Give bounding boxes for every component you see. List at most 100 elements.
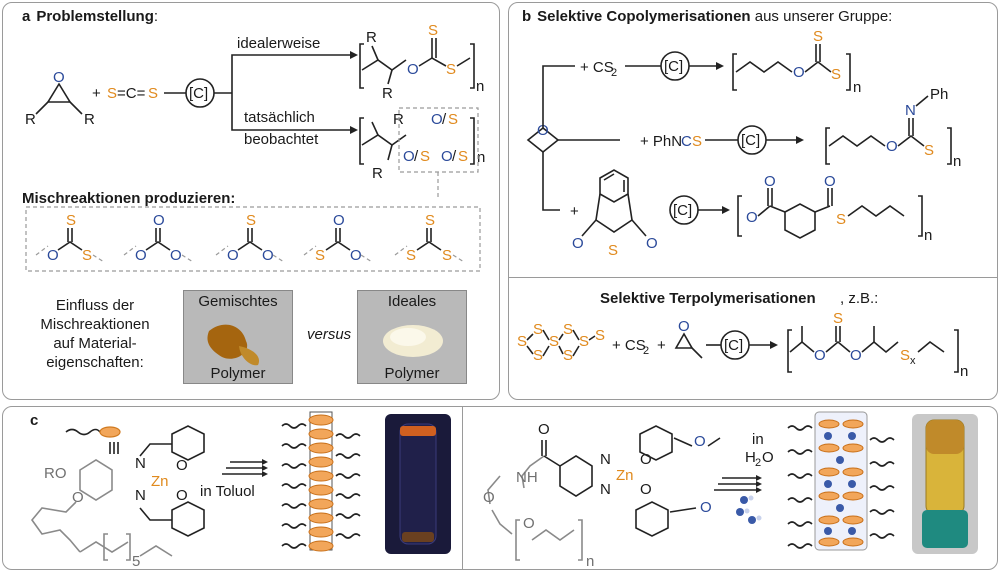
ideal-polymer: R R O S S n xyxy=(359,22,484,102)
svg-text:C: C xyxy=(681,133,692,150)
svg-text:N: N xyxy=(135,455,146,472)
panel-b-title: Selektive Copolymerisationen xyxy=(537,8,751,25)
svg-text:Ph: Ph xyxy=(930,86,948,103)
polymer-b4: O S O S x n xyxy=(787,310,968,380)
svg-text:R: R xyxy=(366,29,377,46)
svg-text:NH: NH xyxy=(516,469,538,486)
svg-text:O: O xyxy=(350,247,362,264)
svg-text:=C=: =C= xyxy=(117,85,146,102)
svg-text:S: S xyxy=(425,212,435,229)
assembly-toluol xyxy=(281,411,361,552)
svg-text:S: S xyxy=(900,347,910,364)
svg-text:O: O xyxy=(640,481,652,498)
svg-text:S: S xyxy=(563,321,573,338)
svg-text:in: in xyxy=(752,431,764,448)
svg-text:O: O xyxy=(700,499,712,516)
svg-text:S: S xyxy=(148,85,158,102)
svg-text:N: N xyxy=(600,481,611,498)
svg-text:[C]: [C] xyxy=(664,58,683,75)
svg-text:+: + xyxy=(570,203,579,220)
svg-text:N: N xyxy=(600,451,611,468)
svg-text:n: n xyxy=(476,78,484,95)
svg-text:Selektive Terpolymerisationen: Selektive Terpolymerisationen xyxy=(600,290,816,307)
svg-text:O: O xyxy=(814,347,826,364)
svg-text:S: S xyxy=(836,211,846,228)
svg-text:S: S xyxy=(924,142,934,159)
svg-text:n: n xyxy=(953,153,961,170)
svg-text:O: O xyxy=(227,247,239,264)
zn-salen-toluol: RO O N N Zn O O 5 xyxy=(30,425,205,570)
svg-text:O: O xyxy=(678,318,690,335)
svg-text:S: S xyxy=(448,111,458,128)
cs2-molecule: S =C= S xyxy=(107,85,158,102)
svg-text:S: S xyxy=(458,148,468,165)
mixed-title: Mischreaktionen produzieren: xyxy=(22,190,235,207)
svg-text:N: N xyxy=(135,487,146,504)
svg-text:in Toluol: in Toluol xyxy=(200,483,255,500)
propylene-oxide: O xyxy=(674,318,703,359)
panel-a-title: Problemstellung xyxy=(36,8,154,25)
svg-text:O: O xyxy=(170,247,182,264)
panel-b-label: b xyxy=(522,8,532,25)
mixed-fragments-box xyxy=(25,206,481,272)
svg-text:O: O xyxy=(72,489,84,506)
svg-text:n: n xyxy=(960,363,968,380)
svg-text:O: O xyxy=(431,111,443,128)
svg-text:2: 2 xyxy=(755,457,761,469)
svg-text:O: O xyxy=(850,347,862,364)
svg-text:O: O xyxy=(537,122,549,139)
svg-text:n: n xyxy=(924,227,932,244)
panel-c-divider xyxy=(462,407,463,569)
svg-text:S: S xyxy=(813,28,823,45)
svg-text:S: S xyxy=(595,327,605,344)
vial-toluol xyxy=(385,414,451,554)
svg-text:5: 5 xyxy=(132,553,140,570)
svg-text:O: O xyxy=(153,212,165,229)
polymer-b1: O S S n xyxy=(732,28,861,96)
svg-text:O: O xyxy=(640,451,652,468)
svg-text:H: H xyxy=(745,449,756,466)
fragment-5: S SS xyxy=(394,212,465,264)
svg-text:Zn: Zn xyxy=(151,473,169,490)
svg-text:S: S xyxy=(833,310,843,327)
zn-salen-water: O NH N N Zn O O O O O O n xyxy=(483,421,721,570)
svg-text:+ CS: + CS xyxy=(580,59,614,76)
svg-text:S: S xyxy=(579,333,589,350)
epoxide-molecule: O R R xyxy=(25,69,95,128)
svg-text:O: O xyxy=(176,487,188,504)
svg-text:beobachtet: beobachtet xyxy=(244,131,319,148)
versus-label: versus xyxy=(307,326,352,343)
panel-c-label: c xyxy=(30,412,39,429)
phthalic-thioanhydride: O O S xyxy=(572,169,658,259)
svg-text:O: O xyxy=(403,148,415,165)
svg-text:/: / xyxy=(452,148,457,165)
svg-text:n: n xyxy=(853,79,861,96)
svg-text:S: S xyxy=(82,247,92,264)
svg-text:O: O xyxy=(523,515,535,532)
svg-text:O: O xyxy=(646,235,658,252)
photo-mixed-polymer: Gemischtes Polymer xyxy=(183,290,293,384)
svg-text:S: S xyxy=(442,247,452,264)
svg-text:RO: RO xyxy=(44,465,67,482)
svg-text:R: R xyxy=(25,111,36,128)
svg-text:N: N xyxy=(905,102,916,119)
fragment-3: O SO xyxy=(215,212,285,264)
svg-text:O: O xyxy=(333,212,345,229)
svg-text:Zn: Zn xyxy=(616,467,634,484)
vial-water xyxy=(912,414,978,554)
svg-text:n: n xyxy=(477,149,485,166)
assembly-water xyxy=(787,411,895,551)
svg-text:+: + xyxy=(92,85,101,102)
svg-text:O: O xyxy=(538,421,550,438)
svg-text:S: S xyxy=(533,321,543,338)
svg-text:O: O xyxy=(483,489,495,506)
svg-text:O: O xyxy=(176,457,188,474)
svg-text:O: O xyxy=(441,148,453,165)
svg-text:[C]: [C] xyxy=(189,85,208,102)
svg-text:, z.B.:: , z.B.: xyxy=(840,290,878,307)
svg-text:S: S xyxy=(107,85,117,102)
